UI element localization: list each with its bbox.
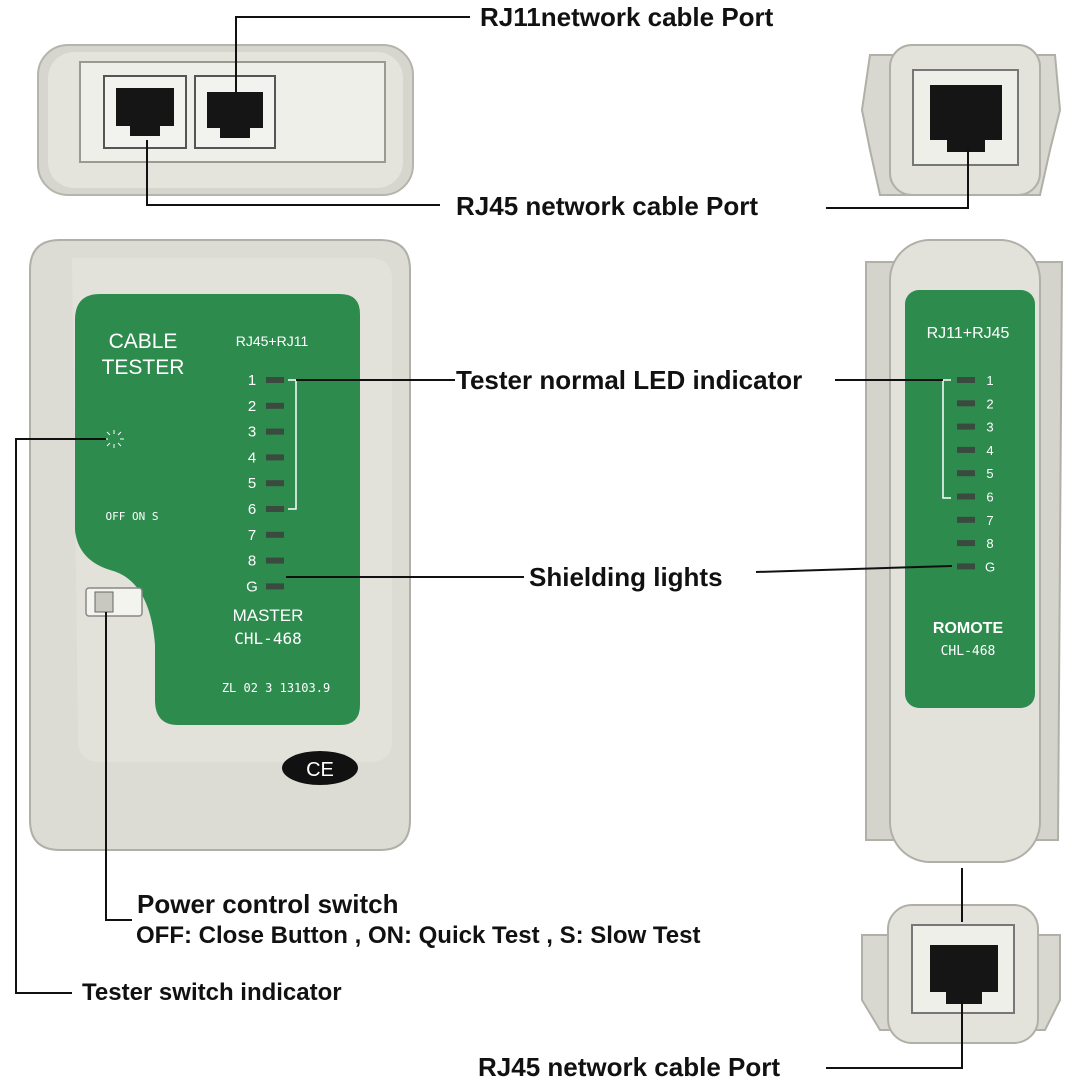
master-led	[266, 583, 284, 590]
master-title-line1: CABLE	[109, 330, 178, 353]
remote-led-number: 3	[986, 420, 993, 435]
master-led-bracket	[288, 379, 297, 510]
remote-led	[957, 423, 975, 430]
master-led	[266, 402, 284, 409]
remote-led-number: 1	[986, 373, 993, 388]
callout-rj45-port-top: RJ45 network cable Port	[456, 191, 758, 221]
master-serial: ZL 02 3 13103.9	[222, 681, 330, 695]
leader-power-switch	[105, 612, 132, 921]
remote-led-column: 1 2 3 4 5 6 7 8G	[957, 373, 995, 574]
remote-top-view	[860, 44, 1062, 196]
master-led	[266, 531, 284, 538]
master-top-view	[37, 44, 414, 196]
master-title-line2: TESTER	[102, 356, 185, 379]
remote-bottom-rj45-port	[930, 945, 998, 1004]
master-led-number: 1	[248, 372, 256, 389]
master-led	[266, 377, 284, 383]
master-led-column: 1 2 3 4 5 6 7 8G	[246, 372, 284, 595]
master-led-number: 5	[248, 475, 256, 492]
remote-led-number: 2	[986, 396, 993, 411]
master-led	[266, 428, 284, 435]
callout-rj11-port: RJ11network cable Port	[480, 2, 774, 32]
master-led-number: 3	[248, 424, 256, 441]
remote-led-number: G	[985, 559, 995, 574]
ce-mark: CE	[282, 751, 358, 785]
remote-led	[957, 446, 975, 453]
master-switch-label: OFF ON S	[106, 510, 159, 523]
remote-port-label: RJ11+RJ45	[927, 325, 1010, 342]
leader-switch-indicator	[15, 438, 106, 994]
callout-led-indicator: Tester normal LED indicator	[456, 365, 803, 395]
remote-tester-body	[865, 239, 1064, 863]
remote-top-rj45-port	[930, 85, 1002, 152]
leader-rj11	[235, 16, 470, 92]
remote-led-number: 5	[986, 466, 993, 481]
switch-indicator-led	[104, 430, 124, 448]
remote-led-number: 7	[986, 513, 993, 528]
master-led-number: 4	[248, 449, 256, 466]
power-switch	[85, 587, 143, 617]
remote-led-number: 6	[986, 490, 993, 505]
remote-led	[957, 377, 975, 383]
master-led	[266, 506, 284, 512]
remote-led-number: 8	[986, 536, 993, 551]
master-led	[266, 454, 284, 461]
leader-rj45-right	[826, 148, 969, 209]
remote-led	[957, 493, 975, 500]
master-led-number: G	[246, 578, 258, 595]
master-rj45-port	[103, 75, 187, 149]
callout-shielding: Shielding lights	[529, 562, 723, 592]
master-led	[266, 480, 284, 487]
remote-led	[957, 516, 975, 523]
master-led-number: 6	[248, 501, 256, 518]
remote-led-bracket	[942, 379, 951, 499]
master-model-line1: MASTER	[233, 606, 304, 625]
svg-text:CE: CE	[306, 759, 334, 781]
callout-power-desc: OFF: Close Button , ON: Quick Test , S: …	[136, 922, 701, 949]
remote-led	[957, 563, 975, 570]
leader-shield-right	[755, 565, 953, 573]
remote-led	[957, 400, 975, 407]
leader-rj45-left	[146, 140, 440, 206]
master-tester-body: CE	[29, 239, 411, 851]
remote-led	[957, 470, 975, 477]
master-green-panel	[75, 294, 360, 725]
remote-model-line2: CHL-468	[941, 644, 996, 659]
remote-bottom-view	[861, 904, 1061, 1044]
remote-model-line1: ROMOTE	[933, 620, 1004, 637]
master-led-number: 2	[248, 398, 256, 415]
master-led-number: 8	[248, 553, 256, 570]
leader-rj45-bottom	[826, 1000, 963, 1069]
callout-power-title: Power control switch	[137, 889, 399, 919]
remote-led-number: 4	[986, 443, 993, 458]
master-model-line2: CHL-468	[234, 629, 301, 648]
master-led-number: 7	[248, 527, 256, 544]
master-port-label: RJ45+RJ11	[236, 333, 309, 349]
remote-led	[957, 540, 975, 547]
callout-rj45-port-bottom: RJ45 network cable Port	[478, 1052, 780, 1082]
callout-switch-indicator: Tester switch indicator	[82, 979, 342, 1006]
master-led	[266, 557, 284, 564]
leader-lines	[15, 16, 969, 1069]
